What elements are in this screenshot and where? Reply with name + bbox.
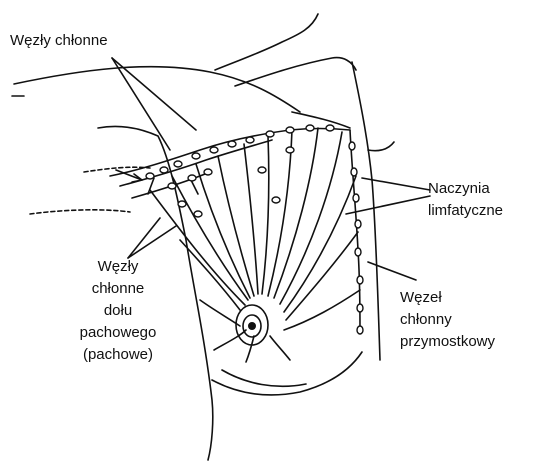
- nipple: [248, 322, 256, 330]
- vessel-11: [286, 232, 358, 320]
- vessel-3: [196, 164, 250, 298]
- vessel-6: [262, 136, 269, 294]
- vessel-16: [246, 336, 254, 362]
- sternum-notch: [368, 142, 394, 151]
- label-axillary-nodes-line-2: chłonne: [58, 278, 178, 300]
- breast-lower-fold: [222, 370, 306, 386]
- shoulder-outline: [14, 67, 300, 112]
- label-parasternal-node-line-2: chłonny: [400, 309, 495, 331]
- vessel-17: [270, 336, 290, 360]
- label-lymphatic-vessels-line-1: Naczynia: [428, 178, 503, 200]
- vessel-4: [218, 156, 254, 296]
- label-lymphatic-vessels: Naczynia limfatyczne: [428, 178, 503, 222]
- label-lymph-nodes: Węzły chłonne: [10, 30, 108, 52]
- label-axillary-nodes-line-5: (pachowe): [58, 344, 178, 366]
- label-axillary-nodes-line-1: Węzły: [58, 256, 178, 278]
- vessel-10: [284, 176, 356, 312]
- chest-line: [292, 112, 350, 128]
- vessel-14: [200, 300, 240, 326]
- left-guide-1: [30, 210, 130, 214]
- label-parasternal-node: Węzeł chłonny przymostkowy: [400, 287, 495, 353]
- leader-axillary-1: [128, 218, 160, 258]
- label-axillary-nodes-line-4: pachowego: [58, 322, 178, 344]
- label-axillary-nodes-line-3: dołu: [58, 300, 178, 322]
- parasternal-chain: [350, 130, 360, 332]
- label-parasternal-node-line-3: przymostkowy: [400, 331, 495, 353]
- label-axillary-nodes: Węzły chłonne dołu pachowego (pachowe): [58, 256, 178, 366]
- arm-upper-outline: [215, 14, 318, 70]
- label-lymph-nodes-line: Węzły chłonne: [10, 30, 108, 52]
- leader-axillary-2: [128, 226, 176, 258]
- vessel-9: [280, 132, 342, 304]
- vessel-7: [268, 130, 292, 296]
- label-lymphatic-vessels-line-2: limfatyczne: [428, 200, 503, 222]
- breast-underside: [212, 352, 362, 395]
- label-parasternal-node-line-1: Węzeł: [400, 287, 495, 309]
- leader-top-2: [112, 58, 170, 150]
- arm-lower-outline: [235, 58, 356, 86]
- leader-parasternal: [368, 262, 416, 280]
